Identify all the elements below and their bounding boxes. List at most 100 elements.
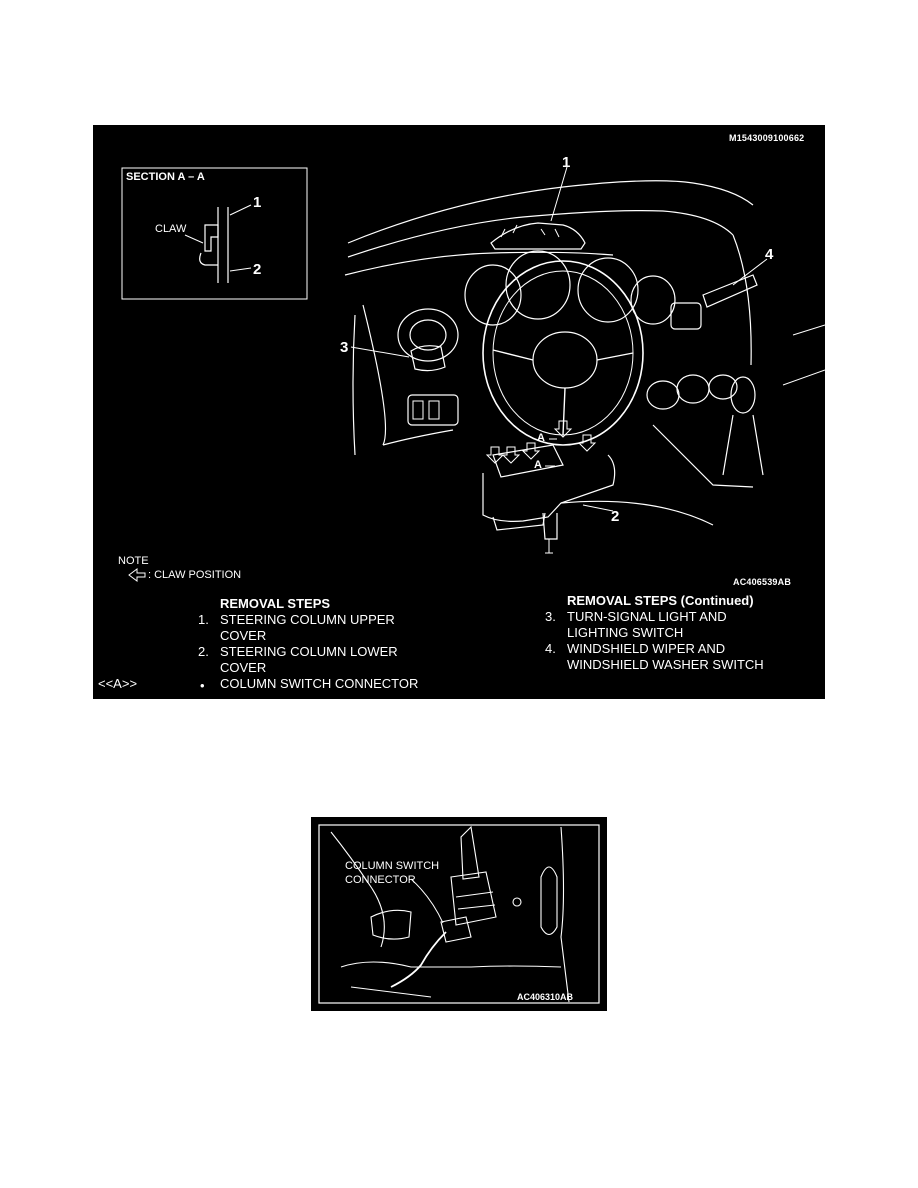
step-2-number: 2. [198, 644, 209, 659]
step-2-line-1: STEERING COLUMN LOWER [220, 644, 398, 659]
left-vent [397, 308, 459, 362]
section-detail-box [121, 167, 308, 300]
lower-dash-curve [560, 500, 714, 526]
step-3-line-1: TURN-SIGNAL LIGHT AND [567, 609, 727, 624]
center-knob-left [646, 380, 680, 410]
note-label: NOTE [118, 555, 149, 567]
leader-2 [582, 504, 614, 512]
shifter-boot [722, 414, 764, 476]
column-body [450, 871, 497, 926]
image-code: M1543009100662 [729, 133, 805, 143]
wire-harness [390, 931, 447, 988]
callout-1: 1 [562, 154, 571, 171]
removal-steps-heading: REMOVAL STEPS [220, 596, 331, 611]
lower-frame [340, 961, 562, 968]
step-3-number: 3. [545, 609, 556, 624]
dash-left-edge [352, 314, 356, 456]
panel-hole [512, 897, 522, 907]
turn-signal-switch [410, 345, 446, 372]
step-1-line-2: COVER [220, 628, 267, 643]
dashboard-line-art [121, 166, 825, 582]
console-line [652, 424, 754, 488]
leader-claw [184, 234, 204, 244]
column-ribs [455, 891, 496, 910]
section-title: SECTION A – A [126, 171, 205, 183]
steering-wheel-inner [492, 270, 634, 436]
steering-spokes [492, 349, 634, 436]
step-2-line-2: COVER [220, 660, 267, 675]
screw [545, 539, 553, 554]
center-knob-right [708, 374, 738, 400]
step-4-line-2: WINDSHIELD WASHER SWITCH [567, 657, 764, 672]
claw-hook [199, 252, 218, 266]
steering-wheel-rim [482, 260, 644, 446]
connector-illustration: COLUMN SWITCH CONNECTOR AC406310AB [311, 817, 607, 1011]
claw-arrow-4 [553, 420, 573, 438]
step-3-line-2: LIGHTING SWITCH [567, 625, 684, 640]
left-switches [412, 400, 440, 420]
claw-arrow-1 [485, 446, 505, 464]
section-panel-line [217, 207, 229, 283]
lower-cover-part [482, 454, 616, 522]
section-callout-1: 1 [253, 194, 262, 211]
dash-top-line [347, 180, 754, 244]
dash-right-edge [732, 234, 752, 366]
step-4-line-1: WINDSHIELD WIPER AND [567, 641, 726, 656]
column-switch-connector-label-line-1: COLUMN SWITCH [345, 860, 440, 872]
leader-4 [732, 258, 768, 286]
steering-hub [532, 331, 598, 389]
callout-4: 4 [765, 246, 774, 263]
section-callout-2: 2 [253, 261, 262, 278]
art-code: AC406539AB [733, 577, 792, 587]
leader-1 [550, 166, 568, 222]
photo-frame [318, 824, 600, 1004]
claw-arrow-2 [501, 446, 521, 464]
gauge-left [464, 264, 522, 326]
steering-column-upper [460, 825, 480, 880]
column-switch-connector-label-line-2: CONNECTOR [345, 874, 416, 886]
claw-arrow-5 [577, 434, 597, 452]
column-shroud [492, 444, 564, 478]
leader-1-section [229, 204, 252, 216]
claw-position-arrow-icon [128, 568, 146, 582]
gauge-center [505, 250, 571, 320]
gauge-right [577, 257, 639, 323]
floor-line [350, 986, 432, 998]
wiper-stalk [702, 274, 758, 308]
callout-3: 3 [340, 339, 349, 356]
dash-left-panel [362, 304, 387, 446]
left-vent-inner [409, 319, 447, 351]
step-4-number: 4. [545, 641, 556, 656]
lower-cover-tab [542, 512, 558, 540]
step-bullet: • [200, 678, 205, 693]
step-1-line-1: STEERING COLUMN UPPER [220, 612, 395, 627]
claw-arrow-3 [521, 442, 541, 460]
note-text: : CLAW POSITION [148, 569, 242, 581]
column-switch-connector [440, 916, 472, 943]
shift-knob [730, 376, 756, 414]
leader-2-section [229, 267, 252, 272]
dash-lower-edge [330, 831, 385, 948]
left-bracket [370, 909, 412, 940]
center-knob-mid [676, 374, 710, 404]
section-mark-a-bottom: A [534, 459, 542, 471]
label-leader [410, 878, 444, 924]
leader-3 [350, 346, 410, 358]
connector-line-art [318, 824, 600, 1004]
connector-art-code: AC406310AB [517, 992, 574, 1002]
right-panel-edge [560, 826, 570, 1003]
upper-cover-part [490, 222, 586, 250]
wiper-switch-body [670, 302, 702, 330]
step-ref-a: <<A>> [98, 676, 138, 691]
dash-right-lines [782, 324, 825, 386]
left-switch-panel [407, 394, 459, 426]
removal-illustration: M1543009100662 SECTION A – A CLAW 1 2 1 … [93, 125, 825, 699]
claw-shape [204, 224, 219, 252]
step-1-number: 1. [198, 612, 209, 627]
dash-ridge [344, 251, 614, 276]
dash-lower-left [382, 429, 454, 446]
upper-cover-claws [500, 224, 560, 238]
knee-panel-slot [540, 866, 558, 936]
removal-steps-continued-heading: REMOVAL STEPS (Continued) [567, 593, 754, 608]
section-mark-a-top: A [537, 432, 545, 444]
